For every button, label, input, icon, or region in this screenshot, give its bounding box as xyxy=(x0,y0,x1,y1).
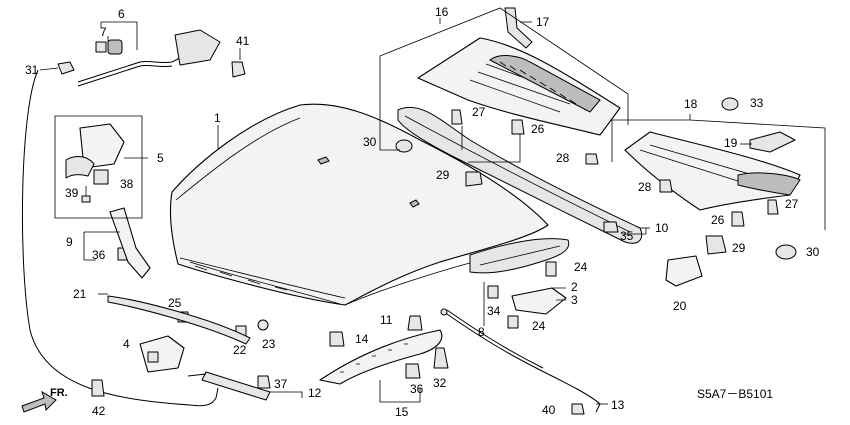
callout-c8: 8 xyxy=(478,325,485,339)
hood-front-support xyxy=(469,238,570,274)
callout-c7: 7 xyxy=(100,25,107,39)
callout-c27a: 27 xyxy=(472,105,486,119)
release-cable xyxy=(21,69,219,407)
fasteners xyxy=(57,29,797,415)
callout-c31: 31 xyxy=(25,63,39,77)
callout-c26a: 26 xyxy=(531,122,545,136)
callout-c22: 22 xyxy=(233,343,247,357)
callout-c30a: 30 xyxy=(363,135,377,149)
callout-c14: 14 xyxy=(355,332,369,346)
callout-c20: 20 xyxy=(673,299,687,313)
callout-c27b: 27 xyxy=(785,197,799,211)
front-direction-arrow xyxy=(21,390,57,413)
leader-lines xyxy=(39,7,826,405)
callout-c23: 23 xyxy=(262,337,276,351)
callout-c17: 17 xyxy=(536,15,550,29)
hood-lock xyxy=(65,123,125,203)
hood-insulator xyxy=(319,329,443,385)
callout-c29b: 29 xyxy=(732,241,746,255)
release-lever xyxy=(187,371,271,401)
hood-seal xyxy=(397,106,643,244)
callout-c21: 21 xyxy=(73,287,87,301)
support-rod xyxy=(440,308,601,413)
callout-c15: 15 xyxy=(395,405,409,419)
callout-c35: 35 xyxy=(620,229,634,243)
callout-c11: 11 xyxy=(380,313,393,327)
direction-label: FR. xyxy=(50,387,68,399)
callout-c32: 32 xyxy=(433,376,447,390)
callout-c36b: 36 xyxy=(410,382,424,396)
callout-c33: 33 xyxy=(750,96,764,110)
callout-c39: 39 xyxy=(65,186,79,200)
callout-c34: 34 xyxy=(487,304,501,318)
callout-c6: 6 xyxy=(118,7,125,21)
callout-c26b: 26 xyxy=(711,213,725,227)
callout-c41: 41 xyxy=(236,34,250,48)
callout-c4: 4 xyxy=(123,337,130,351)
callout-c3: 3 xyxy=(571,293,578,307)
callout-c18: 18 xyxy=(684,97,698,111)
hood-striker xyxy=(139,335,185,373)
callout-c16: 16 xyxy=(435,5,449,19)
callout-c30b: 30 xyxy=(806,245,820,259)
callout-c25: 25 xyxy=(168,296,182,310)
callout-c24b: 24 xyxy=(532,319,546,333)
hood xyxy=(169,103,549,306)
callout-c10: 10 xyxy=(655,221,669,235)
drawing-code: S5A7－B5101 xyxy=(697,387,773,401)
callout-c37: 37 xyxy=(274,377,288,391)
lock-stay xyxy=(109,207,151,279)
callout-c13: 13 xyxy=(611,398,625,412)
front-molding xyxy=(107,295,251,345)
callout-c29a: 29 xyxy=(436,168,450,182)
callout-c5: 5 xyxy=(157,151,164,165)
callout-c36a: 36 xyxy=(92,248,106,262)
callout-c19: 19 xyxy=(724,136,738,150)
callout-c1: 1 xyxy=(214,111,221,125)
callout-c42: 42 xyxy=(92,404,106,418)
right-cowl-cover xyxy=(624,131,801,211)
callout-c40: 40 xyxy=(542,403,556,417)
callout-c12: 12 xyxy=(308,386,322,400)
callout-c28b: 28 xyxy=(638,180,652,194)
callout-c2: 2 xyxy=(571,280,578,294)
callout-c28a: 28 xyxy=(556,151,570,165)
cowl-top-cover xyxy=(417,7,621,136)
callout-c24a: 24 xyxy=(574,260,588,274)
release-cable-upper xyxy=(77,57,181,83)
release-cable-lower xyxy=(77,64,173,87)
callout-c38: 38 xyxy=(120,177,134,191)
callout-c9: 9 xyxy=(66,235,73,249)
